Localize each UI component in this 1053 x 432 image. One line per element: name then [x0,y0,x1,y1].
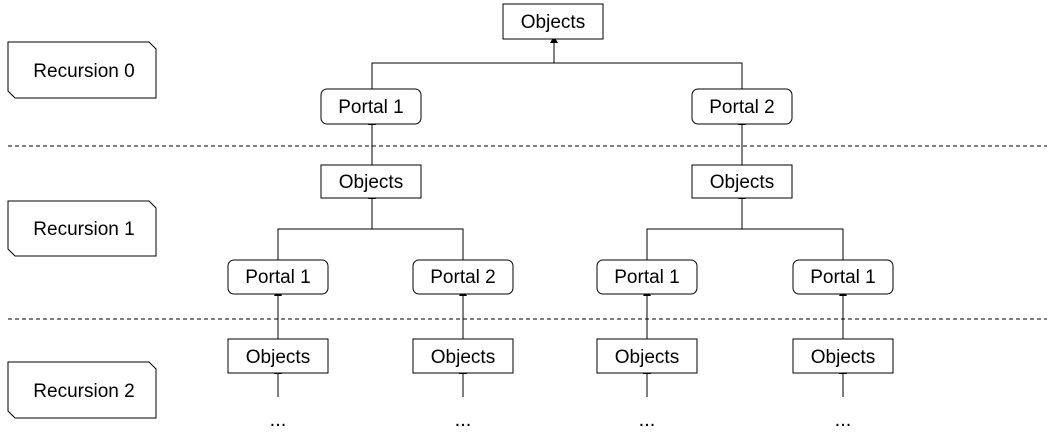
objects-node: Objects [596,338,698,374]
node-label: Portal 1 [338,97,403,118]
portal-node: Portal 2 [412,259,514,295]
objects-node: Objects [792,338,894,374]
node-label: Objects [431,347,495,368]
level-label-recursion-1: Recursion 1 [7,200,157,257]
node-label: Objects [339,172,403,193]
portal-node: Portal 2 [691,88,793,125]
node-label: Portal 2 [709,97,774,118]
node-label: Objects [246,347,310,368]
portal-node: Portal 1 [792,259,894,295]
node-label: Portal 1 [614,267,679,288]
connector-root [371,36,743,89]
continuation-ellipsis: ... [455,409,472,431]
continuation-ellipsis: ... [835,409,852,431]
level-label-text: Recursion 2 [33,381,134,402]
connector-right-subtree [646,192,844,260]
portal-node: Portal 1 [596,259,698,295]
node-label: Objects [811,347,875,368]
node-label: Portal 2 [430,267,495,288]
level-label-text: Recursion 1 [33,219,134,240]
node-label: Objects [710,172,774,193]
continuation-ellipsis: ... [270,409,287,431]
connector-left-subtree [277,192,464,260]
node-label: Objects [615,347,679,368]
objects-node: Objects [227,338,329,374]
node-label: Portal 1 [810,267,875,288]
objects-node: Objects [502,3,604,40]
node-label: Objects [521,12,585,33]
portal-node: Portal 1 [320,88,422,125]
portal-node: Portal 1 [227,259,329,295]
level-label-recursion-0: Recursion 0 [7,41,157,99]
continuation-ellipsis: ... [639,409,656,431]
objects-node: Objects [691,164,793,199]
node-label: Portal 1 [245,267,310,288]
level-label-text: Recursion 0 [33,61,134,82]
objects-node: Objects [412,338,514,374]
level-label-recursion-2: Recursion 2 [7,361,157,419]
objects-node: Objects [320,164,422,199]
